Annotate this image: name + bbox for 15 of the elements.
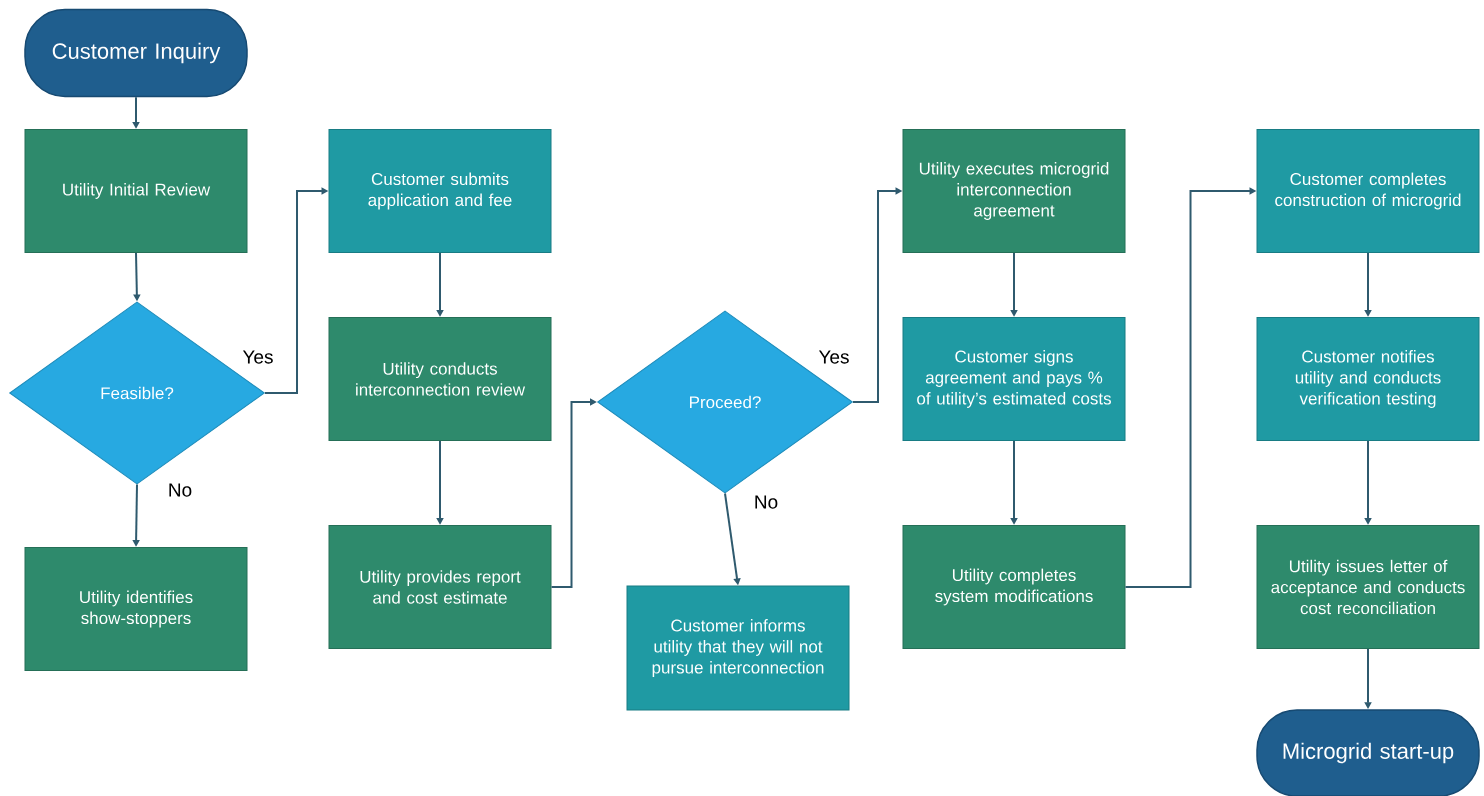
edge-label: Yes <box>817 349 851 365</box>
edge-label: No <box>166 482 194 498</box>
process-box: Utility executes microgrid interconnection agreement <box>902 129 1126 253</box>
process-box: Utility provides report and cost estimate <box>328 525 552 649</box>
process-box: Utility conducts interconnection review <box>328 317 552 441</box>
process-box: Customer notifies utility and conducts verification testing <box>1256 317 1480 441</box>
process-box: Utility Initial Review <box>24 129 248 253</box>
process-box: Customer submits application and fee <box>328 129 552 253</box>
process-box: Utility issues letter of acceptance and conducts cost reconciliation <box>1256 525 1480 649</box>
process-box: Customer informs utility that they will not pursue interconnection <box>626 585 850 711</box>
process-box: Customer completes construction of microgrid <box>1256 129 1480 253</box>
edge-label: No <box>752 494 780 510</box>
process-box: Utility completes system modifications <box>902 525 1126 649</box>
process-box: Utility identifies show-stoppers <box>24 547 248 671</box>
process-box: Customer signs agreement and pays % of utility’s estimated costs <box>902 317 1126 441</box>
